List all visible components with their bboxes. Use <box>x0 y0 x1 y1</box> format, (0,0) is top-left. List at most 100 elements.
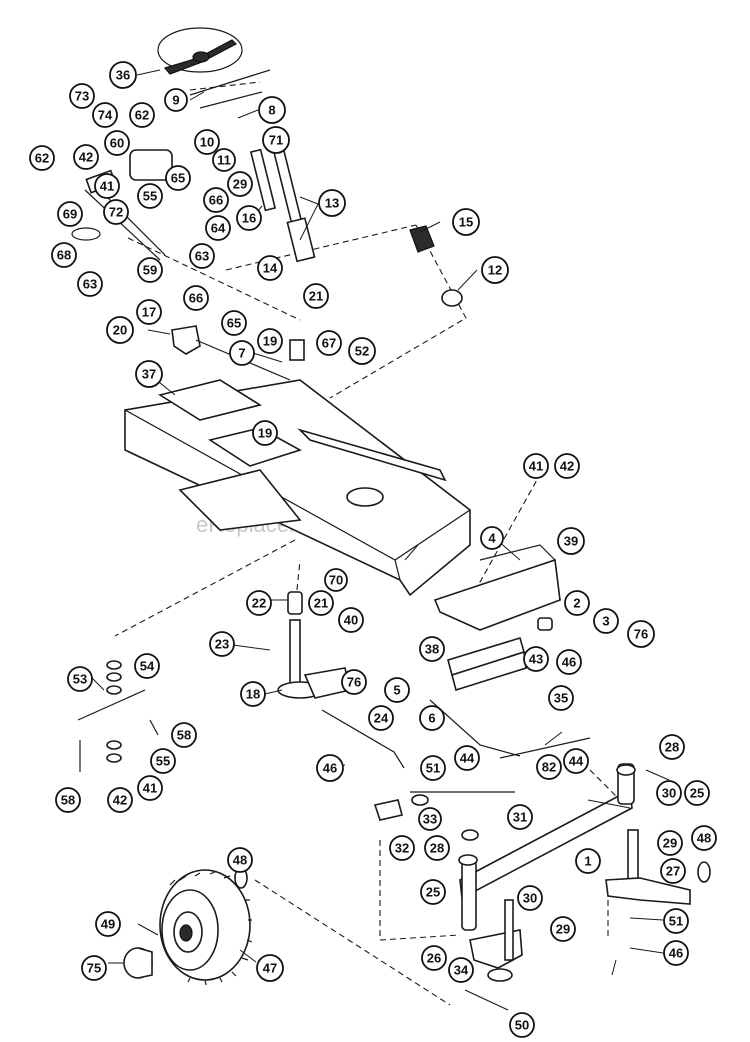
callout-51: 76 <box>627 620 655 648</box>
pivot-parts <box>373 794 479 841</box>
callout-60: 5 <box>384 677 410 703</box>
callout-66: 46 <box>316 754 344 782</box>
svg-text:66: 66 <box>209 193 223 208</box>
callout-82: 29 <box>657 830 683 856</box>
steering-wheel <box>157 27 243 75</box>
callout-13: 65 <box>165 165 191 191</box>
svg-text:44: 44 <box>460 751 475 766</box>
hub-cap <box>123 867 248 979</box>
callout-31: 21 <box>303 283 329 309</box>
svg-text:2: 2 <box>573 596 580 611</box>
callout-10: 42 <box>73 144 99 170</box>
svg-text:55: 55 <box>156 754 170 769</box>
svg-text:14: 14 <box>263 261 278 276</box>
svg-text:19: 19 <box>263 334 277 349</box>
svg-text:58: 58 <box>177 728 191 743</box>
callout-65: 55 <box>150 748 176 774</box>
svg-text:28: 28 <box>430 841 444 856</box>
svg-text:68: 68 <box>57 248 71 263</box>
svg-text:11: 11 <box>217 153 231 168</box>
callout-57: 53 <box>67 666 93 692</box>
callout-4: 73 <box>69 83 95 109</box>
callout-96: 50 <box>509 1012 535 1038</box>
spindle-left <box>464 899 523 1011</box>
callout-64: 58 <box>171 722 197 748</box>
callout-77: 30 <box>656 780 682 806</box>
svg-text:12: 12 <box>488 263 502 278</box>
svg-text:63: 63 <box>83 277 97 292</box>
callout-86: 30 <box>517 885 543 911</box>
callout-49: 2 <box>564 590 590 616</box>
callout-16: 55 <box>137 183 163 209</box>
svg-text:65: 65 <box>171 171 185 186</box>
callout-76: 25 <box>684 780 710 806</box>
callout-45: 22 <box>246 590 272 616</box>
callout-21: 64 <box>205 215 231 241</box>
pivot-bracket <box>447 636 527 692</box>
steering-gear <box>409 225 463 307</box>
steering-shaft <box>189 69 316 263</box>
callout-83: 48 <box>691 825 717 851</box>
callout-78: 32 <box>389 835 415 861</box>
svg-text:41: 41 <box>143 781 157 796</box>
svg-text:21: 21 <box>314 596 328 611</box>
svg-text:31: 31 <box>513 810 527 825</box>
svg-text:21: 21 <box>309 289 323 304</box>
svg-text:51: 51 <box>426 761 440 776</box>
callout-90: 51 <box>663 908 689 934</box>
svg-text:35: 35 <box>554 691 568 706</box>
callout-55: 46 <box>556 649 582 675</box>
callout-12: 62 <box>29 145 55 171</box>
svg-text:41: 41 <box>529 459 543 474</box>
callout-34: 17 <box>136 299 162 325</box>
callout-68: 44 <box>454 745 480 771</box>
callout-61: 35 <box>548 685 574 711</box>
callout-48: 40 <box>338 607 364 633</box>
svg-text:67: 67 <box>322 336 336 351</box>
callout-17: 66 <box>203 187 229 213</box>
svg-text:48: 48 <box>697 831 711 846</box>
drag-links <box>321 699 591 793</box>
svg-text:29: 29 <box>556 922 570 937</box>
callout-36: 67 <box>316 330 342 356</box>
svg-text:29: 29 <box>233 177 247 192</box>
callout-87: 48 <box>227 847 253 873</box>
callout-62: 6 <box>419 705 445 731</box>
callout-94: 47 <box>256 954 284 982</box>
callout-69: 44 <box>563 748 589 774</box>
svg-text:16: 16 <box>242 211 256 226</box>
svg-text:51: 51 <box>669 914 683 929</box>
svg-text:36: 36 <box>116 68 130 83</box>
callout-35: 19 <box>257 328 283 354</box>
svg-text:62: 62 <box>35 151 49 166</box>
callout-50: 3 <box>593 608 619 634</box>
svg-text:49: 49 <box>101 917 115 932</box>
svg-text:4: 4 <box>488 531 496 546</box>
svg-text:48: 48 <box>233 853 247 868</box>
svg-text:39: 39 <box>564 534 578 549</box>
callout-72: 42 <box>107 787 133 813</box>
svg-text:64: 64 <box>211 221 226 236</box>
callout-70: 82 <box>536 754 562 780</box>
callout-93: 75 <box>81 955 107 981</box>
callout-37: 52 <box>348 337 376 365</box>
svg-text:25: 25 <box>690 786 704 801</box>
svg-text:60: 60 <box>110 136 124 151</box>
callout-20: 72 <box>103 199 129 225</box>
svg-text:15: 15 <box>459 215 473 230</box>
svg-text:63: 63 <box>195 249 209 264</box>
callout-56: 54 <box>134 653 160 679</box>
svg-text:7: 7 <box>238 346 245 361</box>
callout-47: 70 <box>324 568 348 592</box>
svg-text:42: 42 <box>560 459 574 474</box>
callout-85: 25 <box>420 879 446 905</box>
callout-84: 27 <box>660 858 686 884</box>
svg-text:66: 66 <box>189 291 203 306</box>
callout-46: 21 <box>308 590 334 616</box>
callout-58: 18 <box>240 681 266 707</box>
svg-text:10: 10 <box>200 135 214 150</box>
callout-9: 60 <box>104 130 130 156</box>
spindle-right <box>605 861 711 905</box>
callout-52: 23 <box>209 631 235 657</box>
